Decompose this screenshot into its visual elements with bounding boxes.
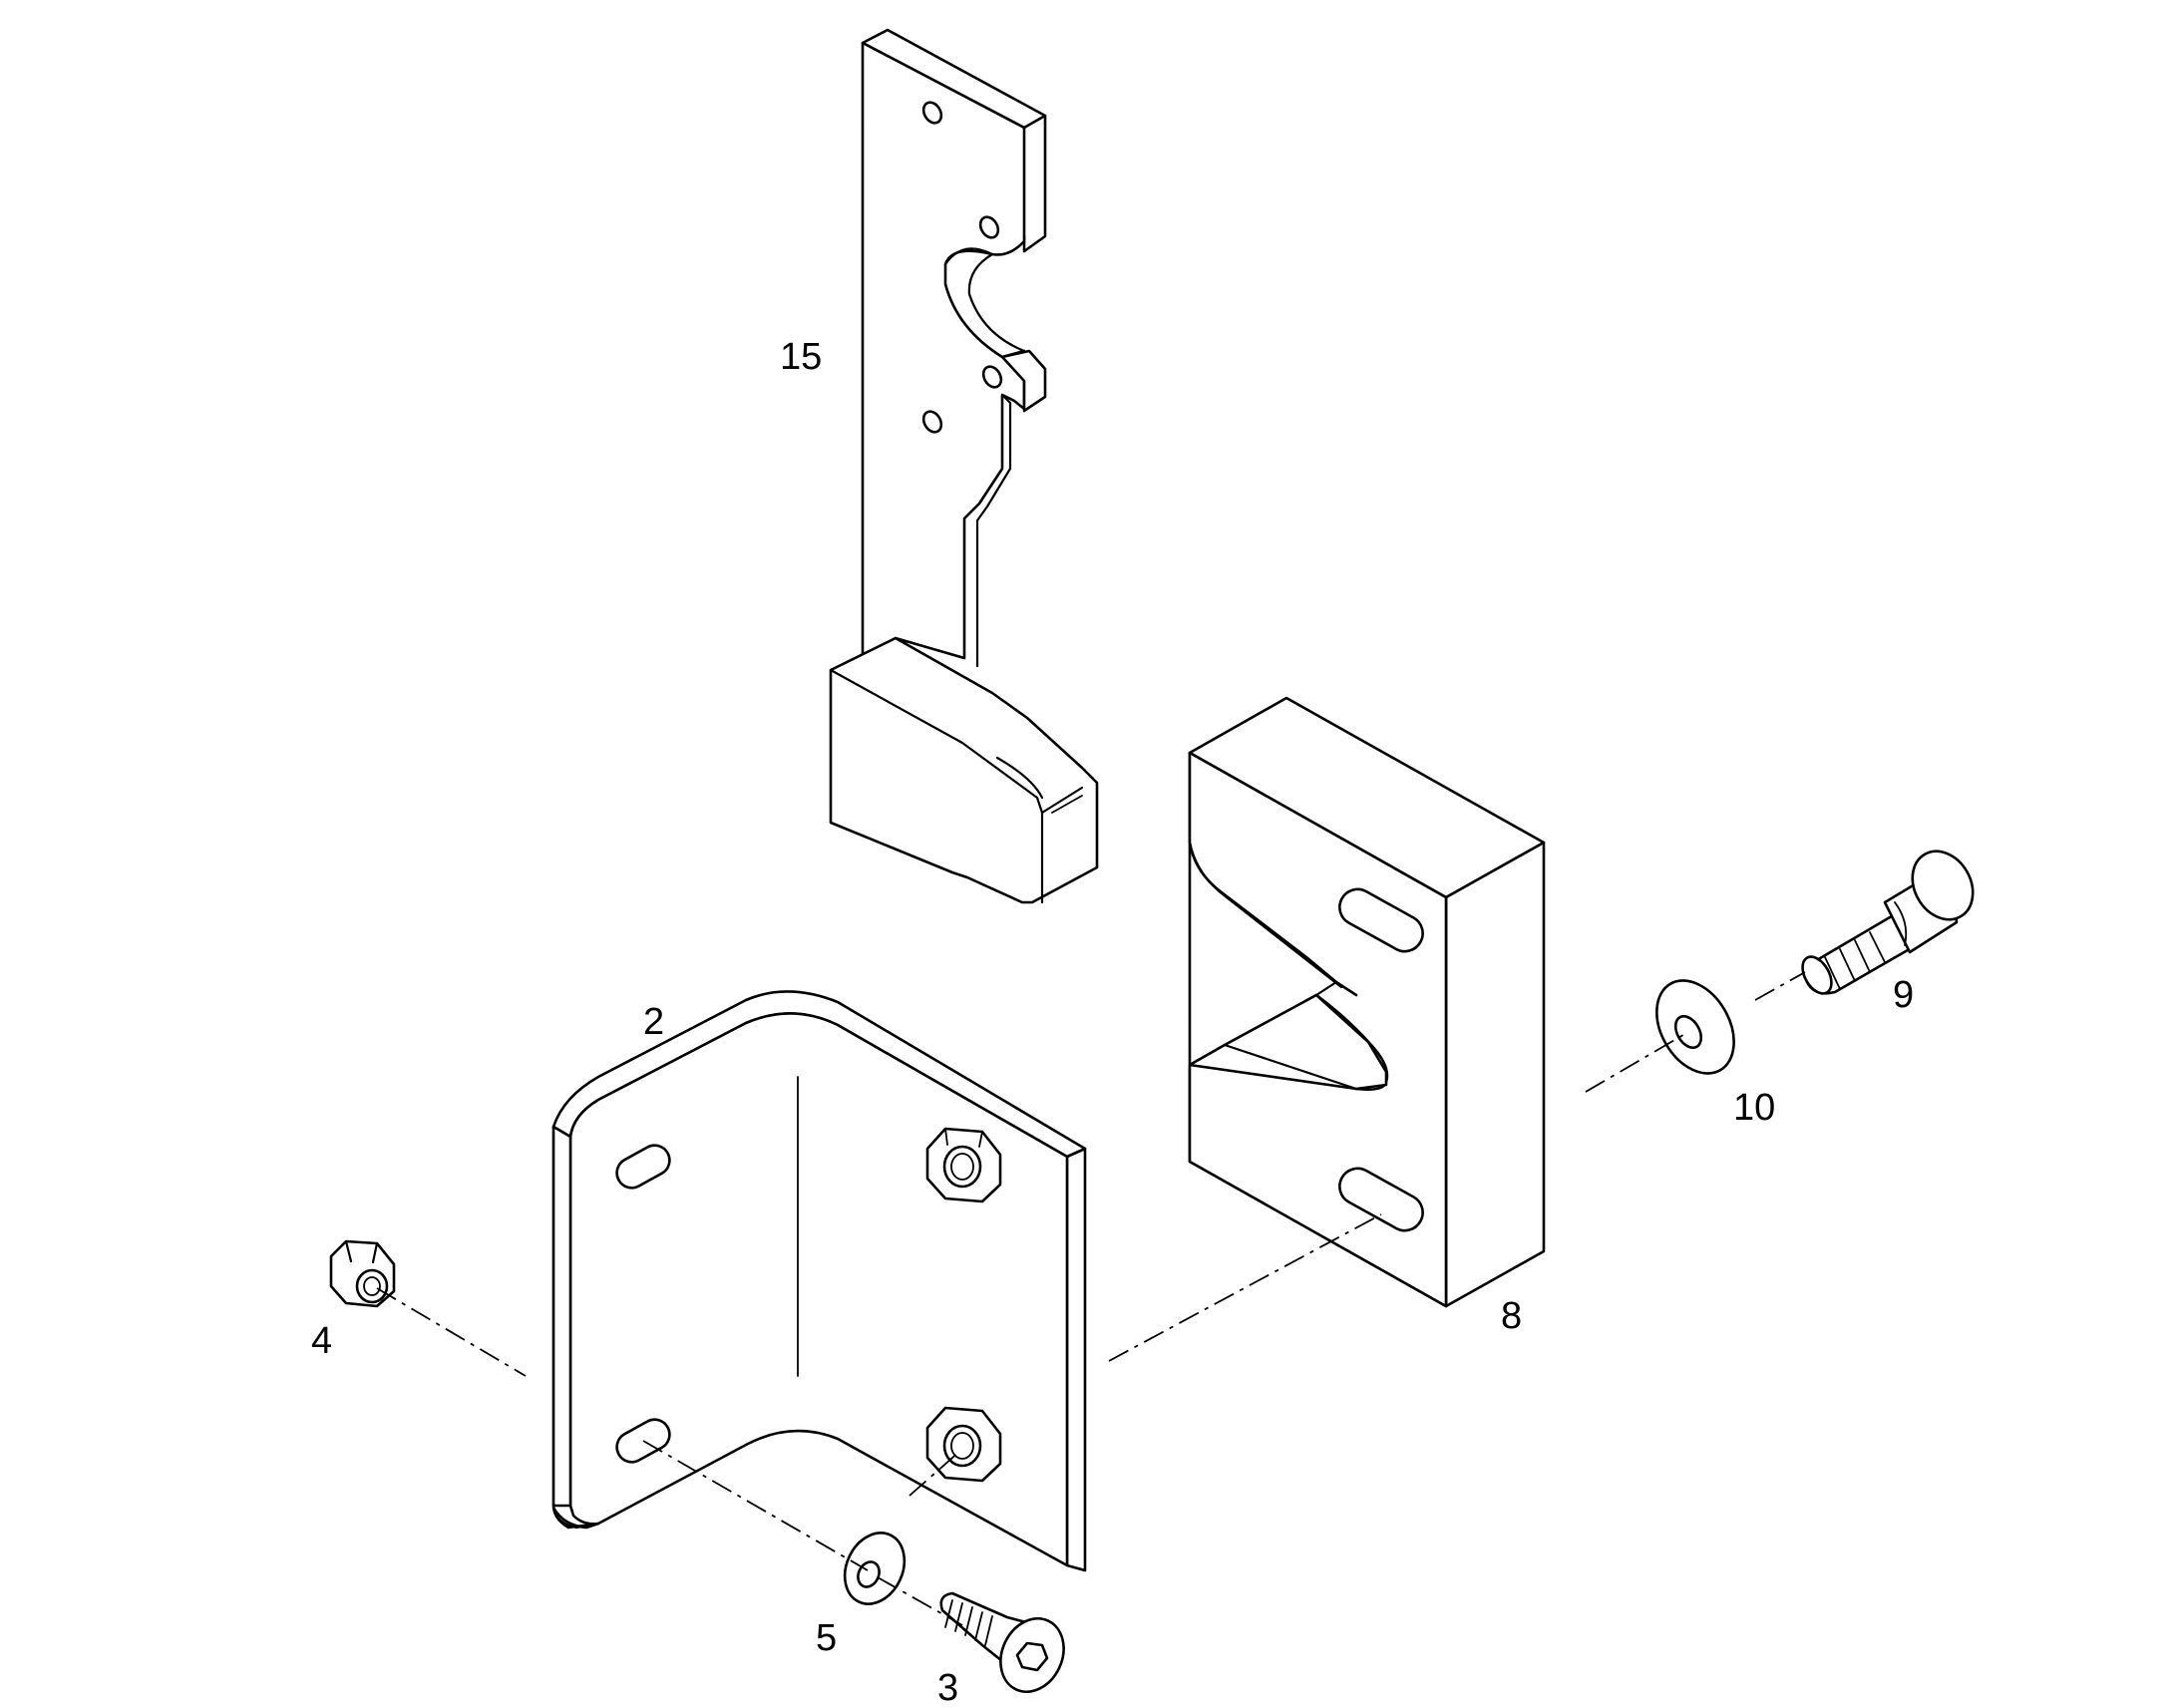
callout-3: 3: [937, 1667, 958, 1708]
part-8-block: [1188, 696, 1546, 1308]
callout-5: 5: [816, 1617, 837, 1659]
callout-9: 9: [1893, 974, 1914, 1016]
callout-4: 4: [311, 1320, 332, 1362]
part-3-screw: [939, 1591, 1065, 1693]
callout-2: 2: [643, 1001, 664, 1043]
callout-labels: 15 2 8 9 10 4 5 3: [311, 336, 1914, 1708]
part-4-nut: [329, 1239, 396, 1308]
part-5-washer: [843, 1532, 907, 1605]
callout-10: 10: [1733, 1087, 1775, 1129]
callout-8: 8: [1501, 1295, 1522, 1337]
bracket-upper-nut: [925, 1127, 1002, 1203]
part-10-washer: [1655, 979, 1735, 1075]
bracket-lower-nut: [925, 1406, 1002, 1483]
part-15-plate: [829, 28, 1099, 904]
assembly-axis-lines: [376, 971, 1806, 1626]
callout-15: 15: [780, 336, 822, 378]
part-2-bracket: [551, 990, 1087, 1572]
part-9-screw: [1801, 850, 1975, 995]
